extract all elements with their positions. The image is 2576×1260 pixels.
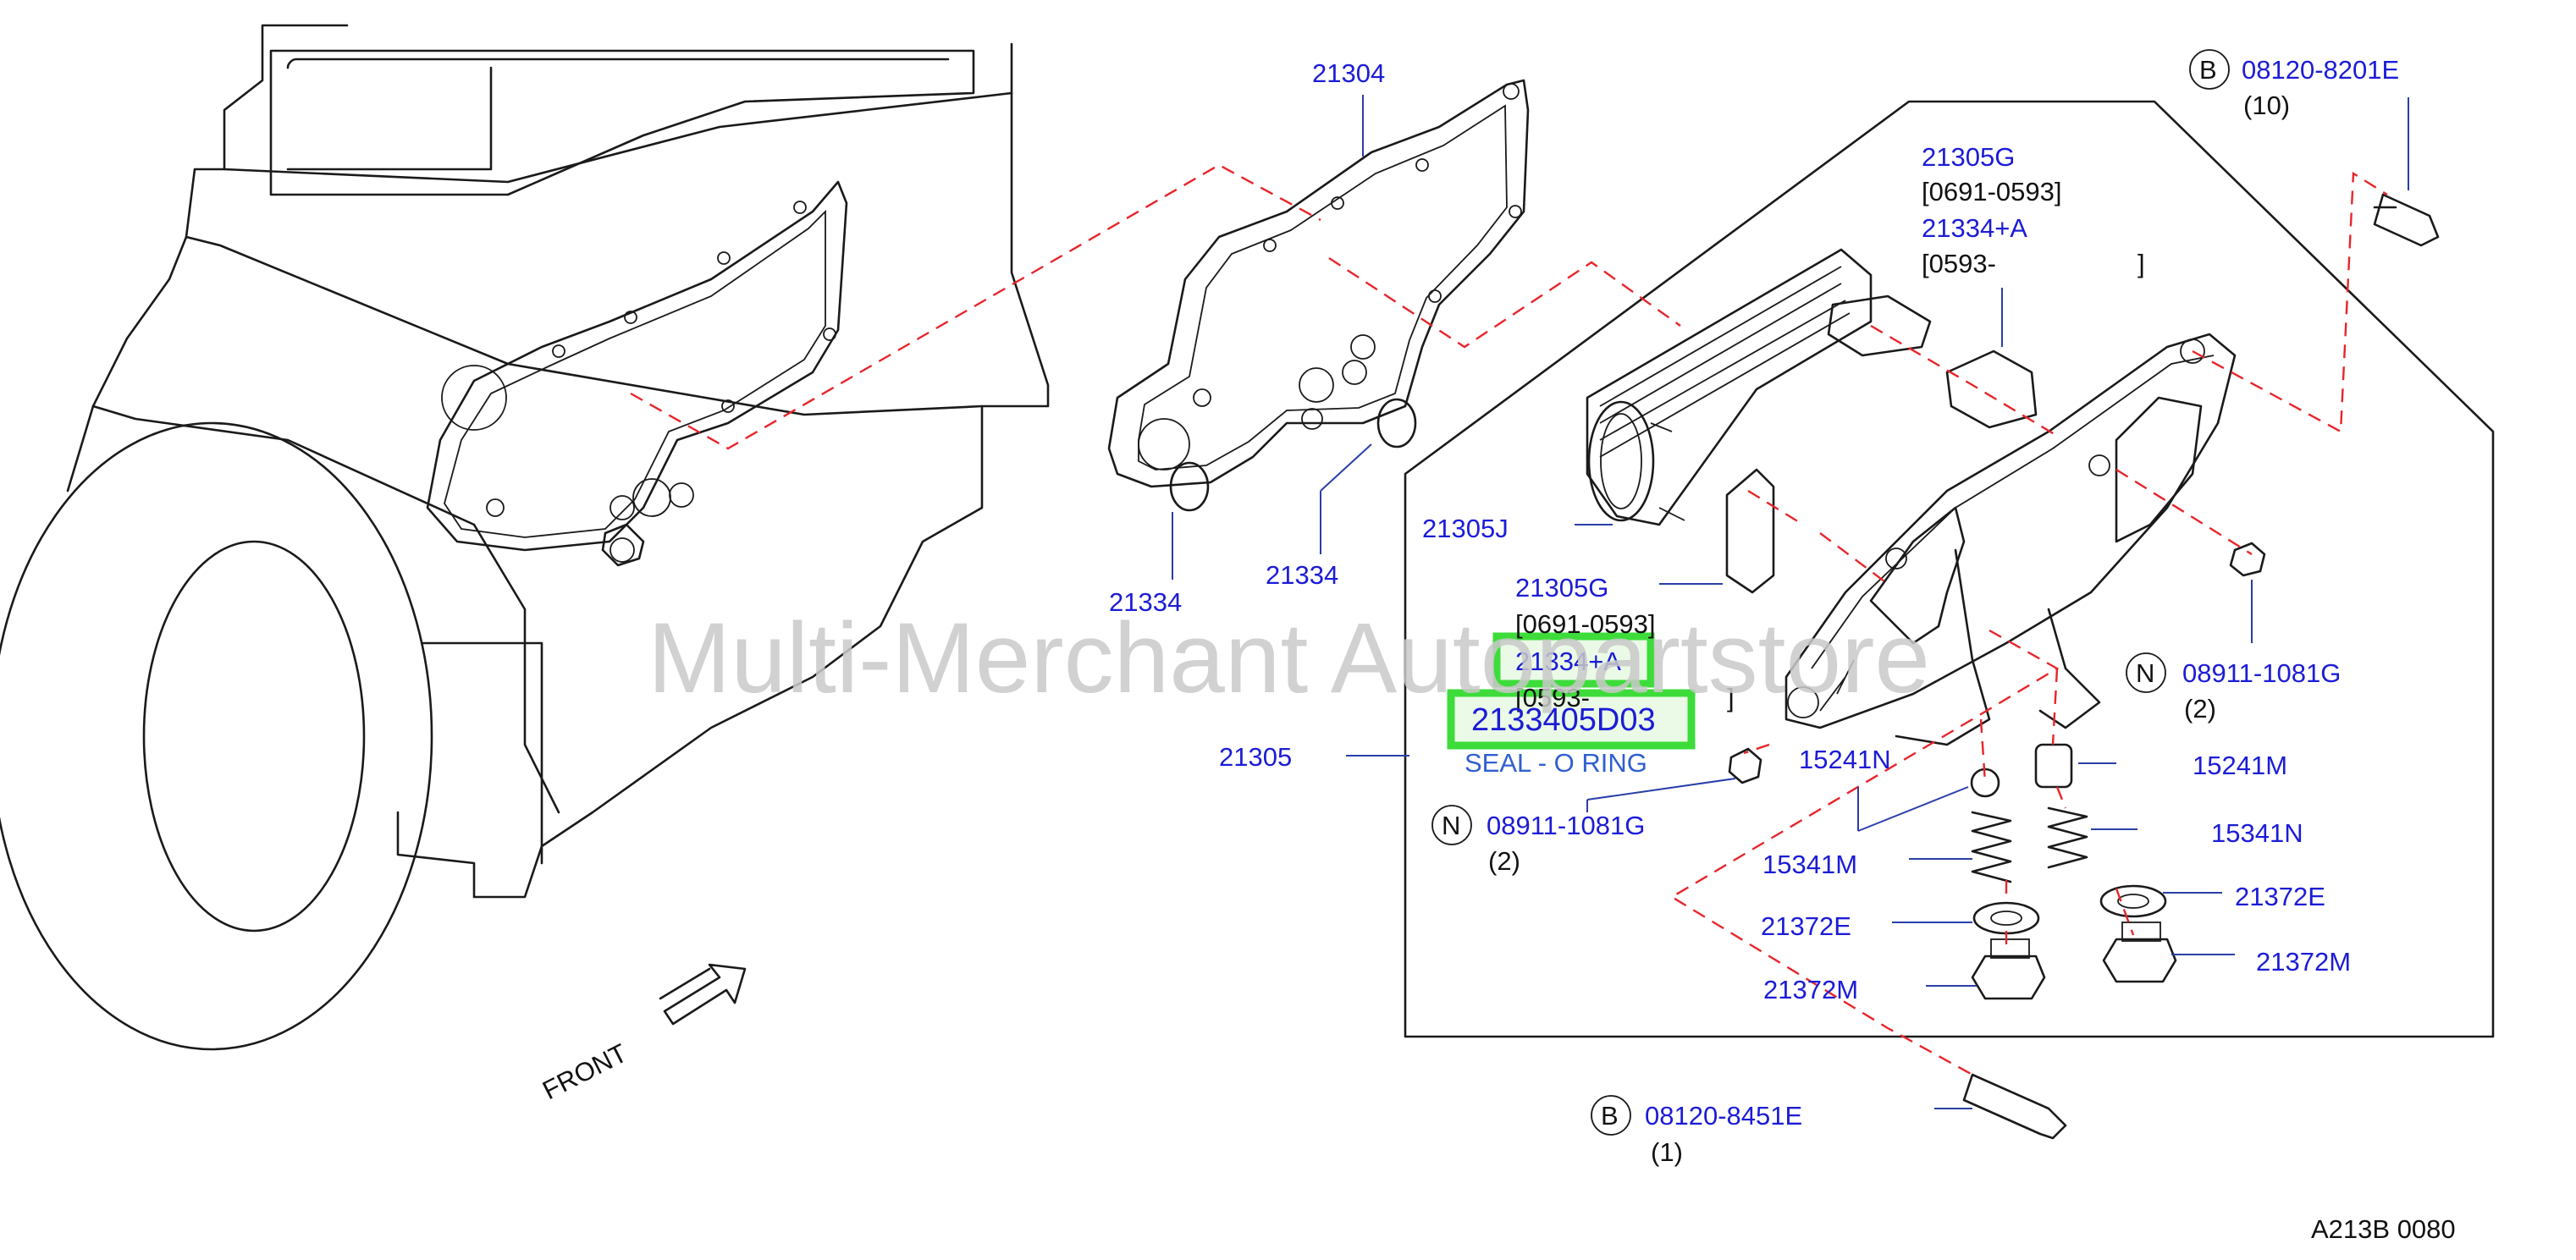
watermark: Multi-Merchant Autopartstore xyxy=(648,602,1930,714)
label-21334a-top[interactable]: 21334+A xyxy=(1922,213,2027,243)
label-21305[interactable]: 21305 xyxy=(1219,742,1292,772)
bolt-badge-bottom-letter: B xyxy=(1601,1101,1619,1131)
assembly-frame xyxy=(1404,100,2495,1038)
label-21372m-left[interactable]: 21372M xyxy=(1763,975,1858,1004)
range-21334a-top: [0593- xyxy=(1922,249,1996,278)
nut-badge-right xyxy=(2126,652,2166,693)
range-close-21334a-top: ] xyxy=(2137,249,2145,278)
label-21334-right[interactable]: 21334 xyxy=(1266,560,1338,590)
bolt-top-drawing xyxy=(2373,193,2440,247)
nut-badge-right-letter: N xyxy=(2136,658,2154,688)
nut-right-drawing xyxy=(2229,542,2266,577)
label-15341n[interactable]: 15341N xyxy=(2211,818,2303,848)
qty-nut-left: (2) xyxy=(1488,846,1520,876)
diagram-code: A213B 0080 xyxy=(2311,1214,2456,1244)
range-21334a-mid: [0593- xyxy=(1515,683,1590,713)
highlighted-part-description: SEAL - O RING xyxy=(1465,748,1647,778)
label-21334-left[interactable]: 21334 xyxy=(1109,587,1182,617)
nut-block-drawing xyxy=(601,523,645,567)
gasket-21304-drawing xyxy=(1107,79,1530,488)
label-21305j[interactable]: 21305J xyxy=(1422,514,1509,543)
leader-lines xyxy=(1172,95,2409,1109)
front-label: FRONT xyxy=(538,1038,632,1106)
bolt-badge-top-letter: B xyxy=(2199,55,2217,85)
label-nut-left[interactable]: 08911-1081G xyxy=(1487,811,1645,840)
o-ring-21334-right xyxy=(1376,398,1417,448)
nut-badge-left xyxy=(1431,805,1472,845)
label-15241n[interactable]: 15241N xyxy=(1799,745,1891,774)
highlight-fill-21334a xyxy=(1500,639,1648,683)
qty-bolt-bottom: (1) xyxy=(1651,1137,1683,1167)
bolt-badge-bottom xyxy=(1591,1095,1631,1136)
gasket-21305g-mid xyxy=(1725,468,1775,594)
nut-badge-left-letter: N xyxy=(1442,811,1460,840)
label-21305g-mid[interactable]: 21305G xyxy=(1515,573,1608,602)
relief-valve-left xyxy=(1970,768,2046,1000)
range-21305g-top: [0691-0593] xyxy=(1922,177,2061,206)
assembly-dashed-lines xyxy=(630,163,2388,1076)
label-21334a-mid[interactable]: 21334+A xyxy=(1515,647,1621,676)
label-21372m-right[interactable]: 21372M xyxy=(2256,947,2351,977)
highlight-box-part xyxy=(1447,689,1696,750)
bolt-bottom-drawing xyxy=(1962,1073,2067,1140)
o-ring-21334-left xyxy=(1169,461,1210,512)
relief-valve-right xyxy=(2034,743,2177,983)
qty-bolt-top: (10) xyxy=(2243,91,2290,120)
label-21372e-left[interactable]: 21372E xyxy=(1761,911,1851,941)
label-21304[interactable]: 21304 xyxy=(1312,58,1385,88)
range-21305g-mid: [0691-0593] xyxy=(1515,609,1655,639)
front-arrow xyxy=(659,963,747,1026)
label-15341m[interactable]: 15341M xyxy=(1762,850,1857,879)
qty-nut-right: (2) xyxy=(2184,694,2216,724)
label-bolt-top[interactable]: 08120-8201E xyxy=(2242,55,2399,85)
oil-filter-bracket-drawing xyxy=(1784,333,2237,746)
bolt-badge-top xyxy=(2189,49,2230,90)
label-15241m[interactable]: 15241M xyxy=(2193,751,2287,780)
gasket-21305g-top xyxy=(1945,349,2038,429)
engine-block-drawing xyxy=(0,24,1050,1051)
label-nut-right[interactable]: 08911-1081G xyxy=(2182,658,2341,688)
label-bolt-bottom[interactable]: 08120-8451E xyxy=(1645,1101,1802,1131)
label-21305g-top[interactable]: 21305G xyxy=(1922,142,2015,172)
label-21372e-right[interactable]: 21372E xyxy=(2235,882,2325,911)
oil-cooler-drawing xyxy=(1586,248,1932,526)
highlight-box-21334a xyxy=(1492,632,1655,688)
highlight-fill-part xyxy=(1454,696,1689,744)
nut-left-drawing xyxy=(1728,747,1762,784)
range-close-21334a-mid: ] xyxy=(1727,683,1735,713)
highlighted-part-number[interactable]: 2133405D03 xyxy=(1471,702,1656,738)
